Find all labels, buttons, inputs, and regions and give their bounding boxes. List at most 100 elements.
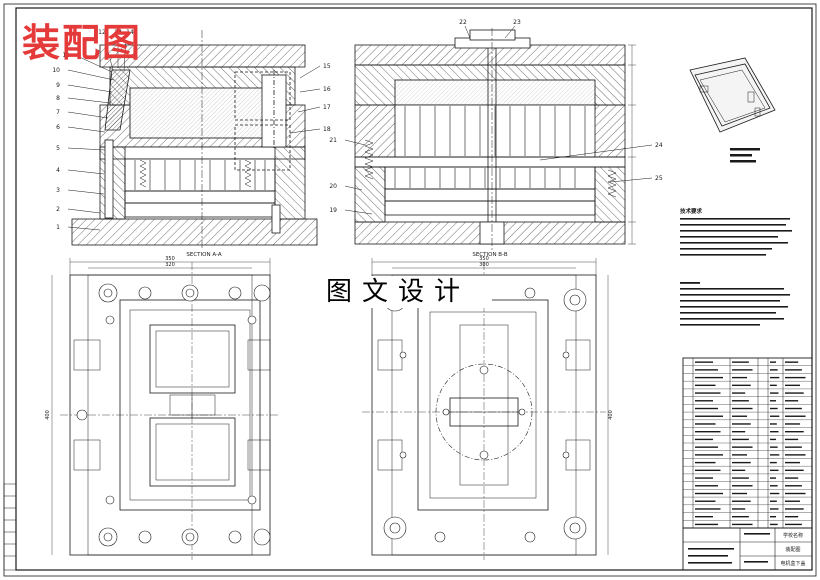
parts-list-cell-mark [732, 508, 746, 510]
parts-list-cell-mark [695, 500, 716, 502]
plan-left-holes [76, 283, 271, 547]
parts-list-cell-mark [785, 485, 802, 487]
parts-list-cell-mark [770, 461, 777, 464]
callout-18: 18 [323, 126, 331, 133]
parts-list-cell-mark [785, 446, 802, 448]
callout-14: 14 [126, 29, 134, 36]
parts-list-cell-mark [785, 415, 806, 417]
parts-list-cell-mark [695, 461, 716, 464]
plan-left-dimensions [51, 258, 271, 555]
parts-list-cell-mark [695, 515, 713, 518]
parts-list-cell-mark [770, 384, 777, 387]
callout-20: 20 [329, 183, 337, 190]
title-block [683, 527, 812, 570]
parts-list-cell-mark [785, 454, 806, 456]
parts-list-cell-mark [785, 500, 801, 502]
parts-list-cell-mark [732, 446, 753, 448]
parts-list-cell-mark [695, 430, 721, 433]
parts-list-cell-mark [732, 415, 748, 417]
parts-list-cell-mark [785, 384, 801, 387]
leader-lines-a-right [289, 65, 321, 134]
parts-list-cell-mark [785, 523, 802, 526]
parts-list-cell-mark [732, 376, 748, 379]
parts-list-cell-mark [732, 384, 751, 387]
parts-list-cell-mark [770, 369, 778, 371]
parts-list-cell-mark [695, 492, 723, 495]
dim-right-inner: 300 [479, 262, 489, 268]
callouts-left: 1 2 3 4 5 6 7 8 9 10 11 12 13 14 [52, 29, 134, 231]
callout-5: 5 [56, 145, 60, 152]
watermark-text: 图文设计 [304, 276, 492, 308]
parts-list-cell-mark [695, 392, 721, 394]
callout-12: 12 [98, 29, 106, 36]
parts-list-rows [683, 365, 812, 521]
dim-right-overall: 350 [479, 256, 489, 262]
plan-left-dim-text: 350 320 400 [45, 256, 175, 420]
parts-list-cell-mark [785, 423, 801, 425]
dim-left-height: 400 [45, 410, 51, 420]
parts-list-cell-mark [732, 515, 749, 518]
callout-6: 6 [56, 124, 60, 131]
callout-16: 16 [323, 86, 331, 93]
parts-list-cell-mark [732, 407, 753, 410]
left-margin-strip [3, 483, 17, 571]
parts-list-cell-mark [732, 454, 748, 456]
plan-view-right [362, 262, 606, 560]
parts-list-cell-mark [695, 423, 716, 425]
parts-list-cell-mark [770, 469, 779, 472]
parts-list-cell-mark [770, 423, 777, 425]
section-b-b-view [354, 28, 636, 250]
callout-19: 19 [329, 207, 337, 214]
parts-list-cell-mark [770, 492, 780, 495]
callout-17: 17 [323, 104, 331, 111]
parts-list-cell-mark [695, 446, 718, 448]
parts-list-cell-mark [770, 415, 780, 417]
parts-list-cell-mark [770, 438, 776, 441]
parts-list-cell-mark [732, 500, 751, 502]
parts-list-cell-mark [732, 423, 751, 425]
parts-list-cell-mark [785, 461, 801, 464]
callout-13: 13 [114, 29, 122, 36]
callout-2: 2 [56, 206, 60, 213]
parts-list-cell-mark [785, 477, 799, 479]
callout-15: 15 [323, 63, 331, 70]
assembly-notes [680, 282, 790, 326]
title-block-school: 学校名称 [783, 532, 803, 539]
parts-list-cell-mark [695, 400, 713, 402]
callout-7: 7 [56, 109, 60, 116]
parts-list-cell-mark [785, 361, 799, 363]
callout-8: 8 [56, 95, 60, 102]
parts-list-cell-mark [785, 515, 799, 518]
parts-list-cell-mark [732, 461, 751, 464]
parts-list-cell-mark [695, 407, 718, 410]
parts-list-cell-mark [695, 485, 718, 487]
section-b-b-label: SECTION B-B [472, 252, 508, 258]
title-block-drawing-title: 装配图 [785, 546, 800, 553]
outer-frame [3, 3, 817, 577]
parts-list-cell-mark [732, 369, 753, 371]
parts-list-cell-mark [785, 407, 802, 410]
plan-right-dim-text: 350 300 400 [479, 256, 614, 420]
parts-list-cell-mark [732, 361, 749, 363]
drawing-stamp-title: 装配图 [22, 21, 143, 65]
parts-list-cell-mark [732, 438, 749, 441]
parts-list-cell-mark [785, 369, 802, 371]
parts-list-cell-mark [695, 477, 713, 479]
title-block-text: 学校名称 装配图 电机盒下盖 [780, 532, 805, 567]
parts-list-cell-mark [732, 492, 748, 495]
callout-24: 24 [655, 142, 663, 149]
part-notes [730, 148, 760, 163]
plan-right-holes [383, 287, 587, 543]
callout-25: 25 [655, 175, 663, 182]
callout-22: 22 [459, 19, 467, 26]
leader-lines-left [67, 39, 127, 231]
parts-list-cell-mark [695, 523, 718, 526]
parts-list-cell-mark [770, 446, 778, 448]
parts-list-cell-mark [695, 361, 713, 363]
callout-11: 11 [62, 52, 70, 59]
parts-list-cell-mark [785, 492, 806, 495]
callout-23: 23 [513, 19, 521, 26]
leader-lines-b [344, 25, 653, 215]
plan-view-left [60, 262, 280, 560]
